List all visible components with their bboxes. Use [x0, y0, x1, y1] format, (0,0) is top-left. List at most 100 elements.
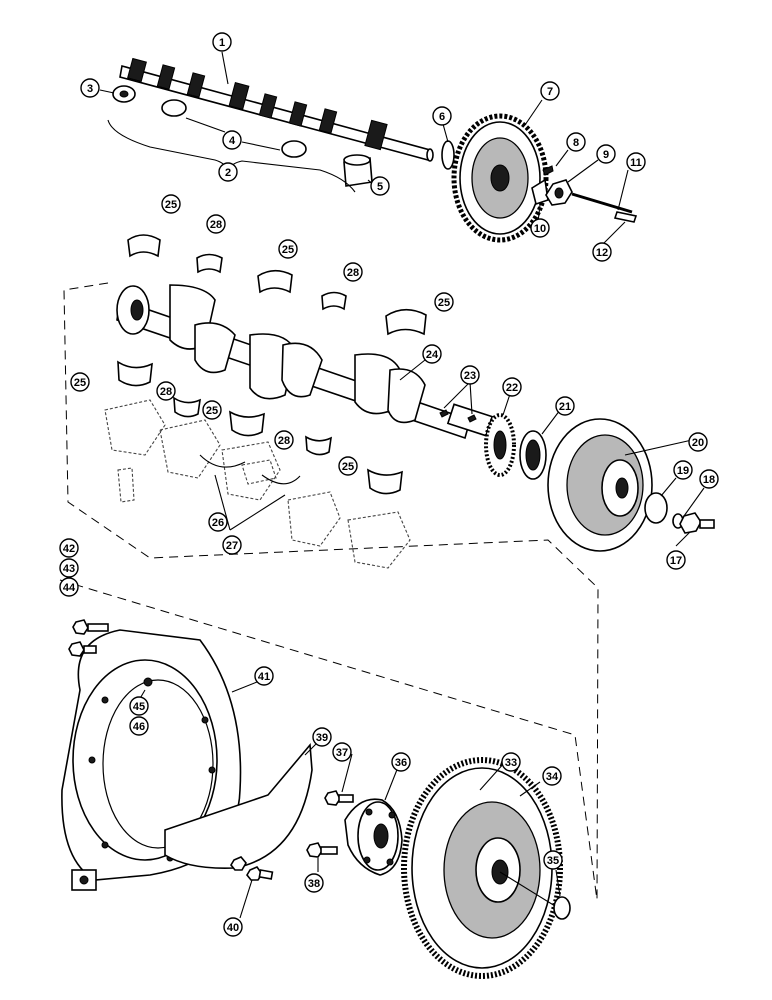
callout-25e: 25 — [202, 400, 222, 420]
callout-number: 22 — [506, 382, 518, 394]
callout-7: 7 — [540, 81, 560, 101]
callout-38: 38 — [304, 873, 324, 893]
flywheel-hub — [344, 798, 403, 876]
callout-number: 26 — [212, 517, 224, 529]
crankshaft-seal — [519, 430, 547, 480]
callout-17: 17 — [666, 550, 686, 570]
callout-41: 41 — [254, 666, 274, 686]
callout-circle — [502, 377, 522, 397]
camshaft-gear — [451, 113, 549, 243]
callout-circle — [542, 766, 562, 786]
dowel-pin — [613, 211, 638, 223]
callout-circle — [274, 430, 294, 450]
lock-plate — [531, 178, 549, 206]
flywheel-housing — [61, 629, 242, 891]
callout-circle — [688, 432, 708, 452]
pulley-bolt — [679, 512, 715, 534]
callout-number: 18 — [703, 474, 715, 486]
block-bearing-saddles — [104, 399, 411, 569]
callout-number: 25 — [165, 199, 177, 211]
callout-number: 28 — [210, 219, 222, 231]
callout-number: 25 — [74, 377, 86, 389]
callout-circle — [596, 144, 616, 164]
callout-circle — [222, 535, 242, 555]
callout-number: 36 — [395, 757, 407, 769]
callout-25c: 25 — [434, 292, 454, 312]
callout-circle — [422, 344, 442, 364]
callout-28c: 28 — [156, 381, 176, 401]
callout-5: 5 — [370, 176, 390, 196]
callout-number: 19 — [677, 465, 689, 477]
callout-circle — [434, 292, 454, 312]
callout-20: 20 — [688, 432, 708, 452]
camshaft-bushing-front — [112, 85, 136, 103]
thrust-washer — [441, 140, 455, 170]
callout-8: 8 — [566, 132, 586, 152]
callout-number: 2 — [225, 167, 231, 179]
callout-36: 36 — [391, 752, 411, 772]
callout-number: 6 — [439, 111, 445, 123]
callout-number: 40 — [227, 922, 239, 934]
callout-number: 20 — [692, 437, 704, 449]
crankshaft — [116, 284, 494, 440]
threaded-stud — [571, 192, 633, 214]
callout-number: 24 — [426, 349, 439, 361]
callout-number: 21 — [559, 401, 571, 413]
callout-40: 40 — [223, 917, 243, 937]
callout-circle — [501, 752, 521, 772]
callout-43: 43 — [59, 558, 79, 578]
callout-number: 28 — [278, 435, 290, 447]
callout-28d: 28 — [274, 430, 294, 450]
camshaft-bushing-rear — [343, 154, 373, 187]
inspection-cover-plate — [164, 742, 313, 870]
callout-39: 39 — [312, 727, 332, 747]
callout-circle — [223, 917, 243, 937]
callout-23: 23 — [460, 365, 480, 385]
callout-circle — [156, 381, 176, 401]
callout-34: 34 — [542, 766, 562, 786]
camshaft-bushing-upper — [161, 99, 187, 117]
callout-24: 24 — [422, 344, 442, 364]
callout-25a: 25 — [161, 194, 181, 214]
callout-number: 12 — [596, 247, 608, 259]
callout-circle — [460, 365, 480, 385]
callout-number: 27 — [226, 540, 238, 552]
callout-2: 2 — [218, 162, 238, 182]
callout-35: 35 — [543, 850, 563, 870]
callout-9: 9 — [596, 144, 616, 164]
callout-number: 25 — [342, 461, 354, 473]
callout-33: 33 — [501, 752, 521, 772]
callout-number: 25 — [206, 405, 218, 417]
crankshaft-key-right — [467, 414, 477, 423]
callout-6: 6 — [432, 106, 452, 126]
callout-number: 39 — [316, 732, 328, 744]
callout-circle — [530, 218, 550, 238]
callout-10: 10 — [530, 218, 550, 238]
callout-layer: 1234567891011121718192021222324252525252… — [59, 32, 719, 937]
callout-27: 27 — [222, 535, 242, 555]
callout-number: 4 — [229, 135, 236, 147]
upper-bearing-shells — [127, 234, 427, 336]
callout-number: 46 — [133, 721, 145, 733]
callout-circle — [59, 538, 79, 558]
flywheel — [401, 757, 563, 979]
callout-1: 1 — [212, 32, 232, 52]
callout-22: 22 — [502, 377, 522, 397]
crankshaft-key-left — [439, 409, 449, 418]
leader-lines — [99, 51, 705, 919]
callout-circle — [566, 132, 586, 152]
cover-plate-bolt — [230, 856, 274, 881]
callout-number: 28 — [160, 386, 172, 398]
camshaft-bushing-middle — [281, 140, 307, 158]
callout-number: 43 — [63, 563, 75, 575]
callout-number: 25 — [438, 297, 450, 309]
callout-circle — [391, 752, 411, 772]
callout-number: 38 — [308, 878, 320, 890]
callout-circle — [59, 558, 79, 578]
callout-circle — [222, 130, 242, 150]
callout-circle — [70, 372, 90, 392]
callout-circle — [278, 239, 298, 259]
callout-circle — [555, 396, 575, 416]
callout-number: 34 — [546, 771, 559, 783]
